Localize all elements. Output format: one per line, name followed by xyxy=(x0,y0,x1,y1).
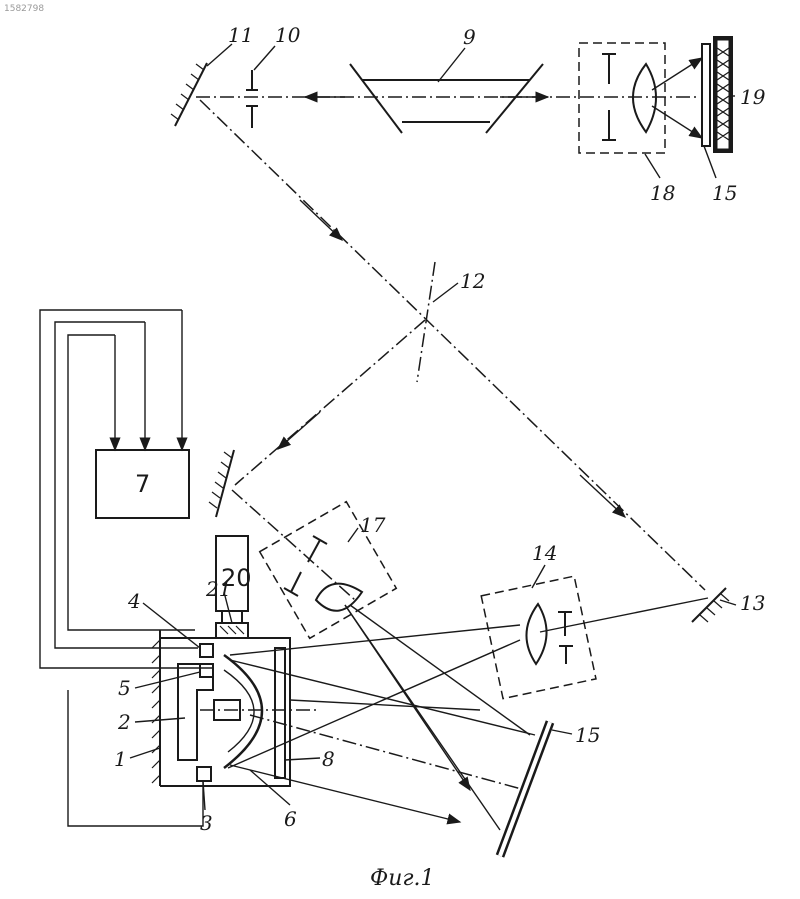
beam-arrow-2 xyxy=(580,475,625,517)
document-number: 1582798 xyxy=(4,4,44,14)
beam-arrow-3 xyxy=(278,412,320,449)
label-17: 17 xyxy=(360,513,386,537)
label-14: 14 xyxy=(532,541,557,565)
beam-arrow-1 xyxy=(300,200,342,240)
label-15-bottom: 15 xyxy=(575,723,600,747)
mirror-left xyxy=(209,450,234,517)
screen-15-top xyxy=(702,44,710,146)
label-3: 3 xyxy=(200,811,213,835)
lens-14 xyxy=(526,604,546,664)
label-18: 18 xyxy=(650,181,675,205)
label-7: 7 xyxy=(135,470,150,498)
lens-17 xyxy=(316,584,362,611)
figure-caption: Фиг.1 xyxy=(370,866,435,891)
label-11: 11 xyxy=(228,23,253,47)
label-5: 5 xyxy=(118,676,131,700)
label-20: 20 xyxy=(221,564,252,592)
label-12: 12 xyxy=(460,269,485,293)
mirror-11 xyxy=(171,63,207,126)
diaphragm-10 xyxy=(246,70,258,128)
body-2 xyxy=(178,664,213,760)
label-19: 19 xyxy=(740,85,766,109)
label-1: 1 xyxy=(114,747,127,771)
label-2: 2 xyxy=(117,710,131,734)
mirror-13 xyxy=(692,588,729,622)
lens-18 xyxy=(633,64,656,132)
main-diagonal-beam xyxy=(200,100,705,590)
window-8 xyxy=(275,648,285,778)
lens-unit-18 xyxy=(579,43,702,153)
sensor-5 xyxy=(200,664,213,677)
plate-19 xyxy=(713,36,733,153)
label-13: 13 xyxy=(740,591,765,615)
label-15-top: 15 xyxy=(712,181,737,205)
beam-splitter-12 xyxy=(417,262,435,382)
reflected-beam xyxy=(235,320,425,485)
lens-unit-14 xyxy=(481,576,596,698)
label-8: 8 xyxy=(322,747,335,771)
prism-9 xyxy=(350,64,543,133)
label-10: 10 xyxy=(275,23,301,47)
sensor-4 xyxy=(200,644,213,657)
label-4: 4 xyxy=(127,589,141,613)
label-9: 9 xyxy=(463,25,476,49)
housing-1 xyxy=(152,630,290,786)
leader-lines xyxy=(130,44,736,810)
label-6: 6 xyxy=(284,807,297,831)
sensor-3 xyxy=(197,767,211,781)
